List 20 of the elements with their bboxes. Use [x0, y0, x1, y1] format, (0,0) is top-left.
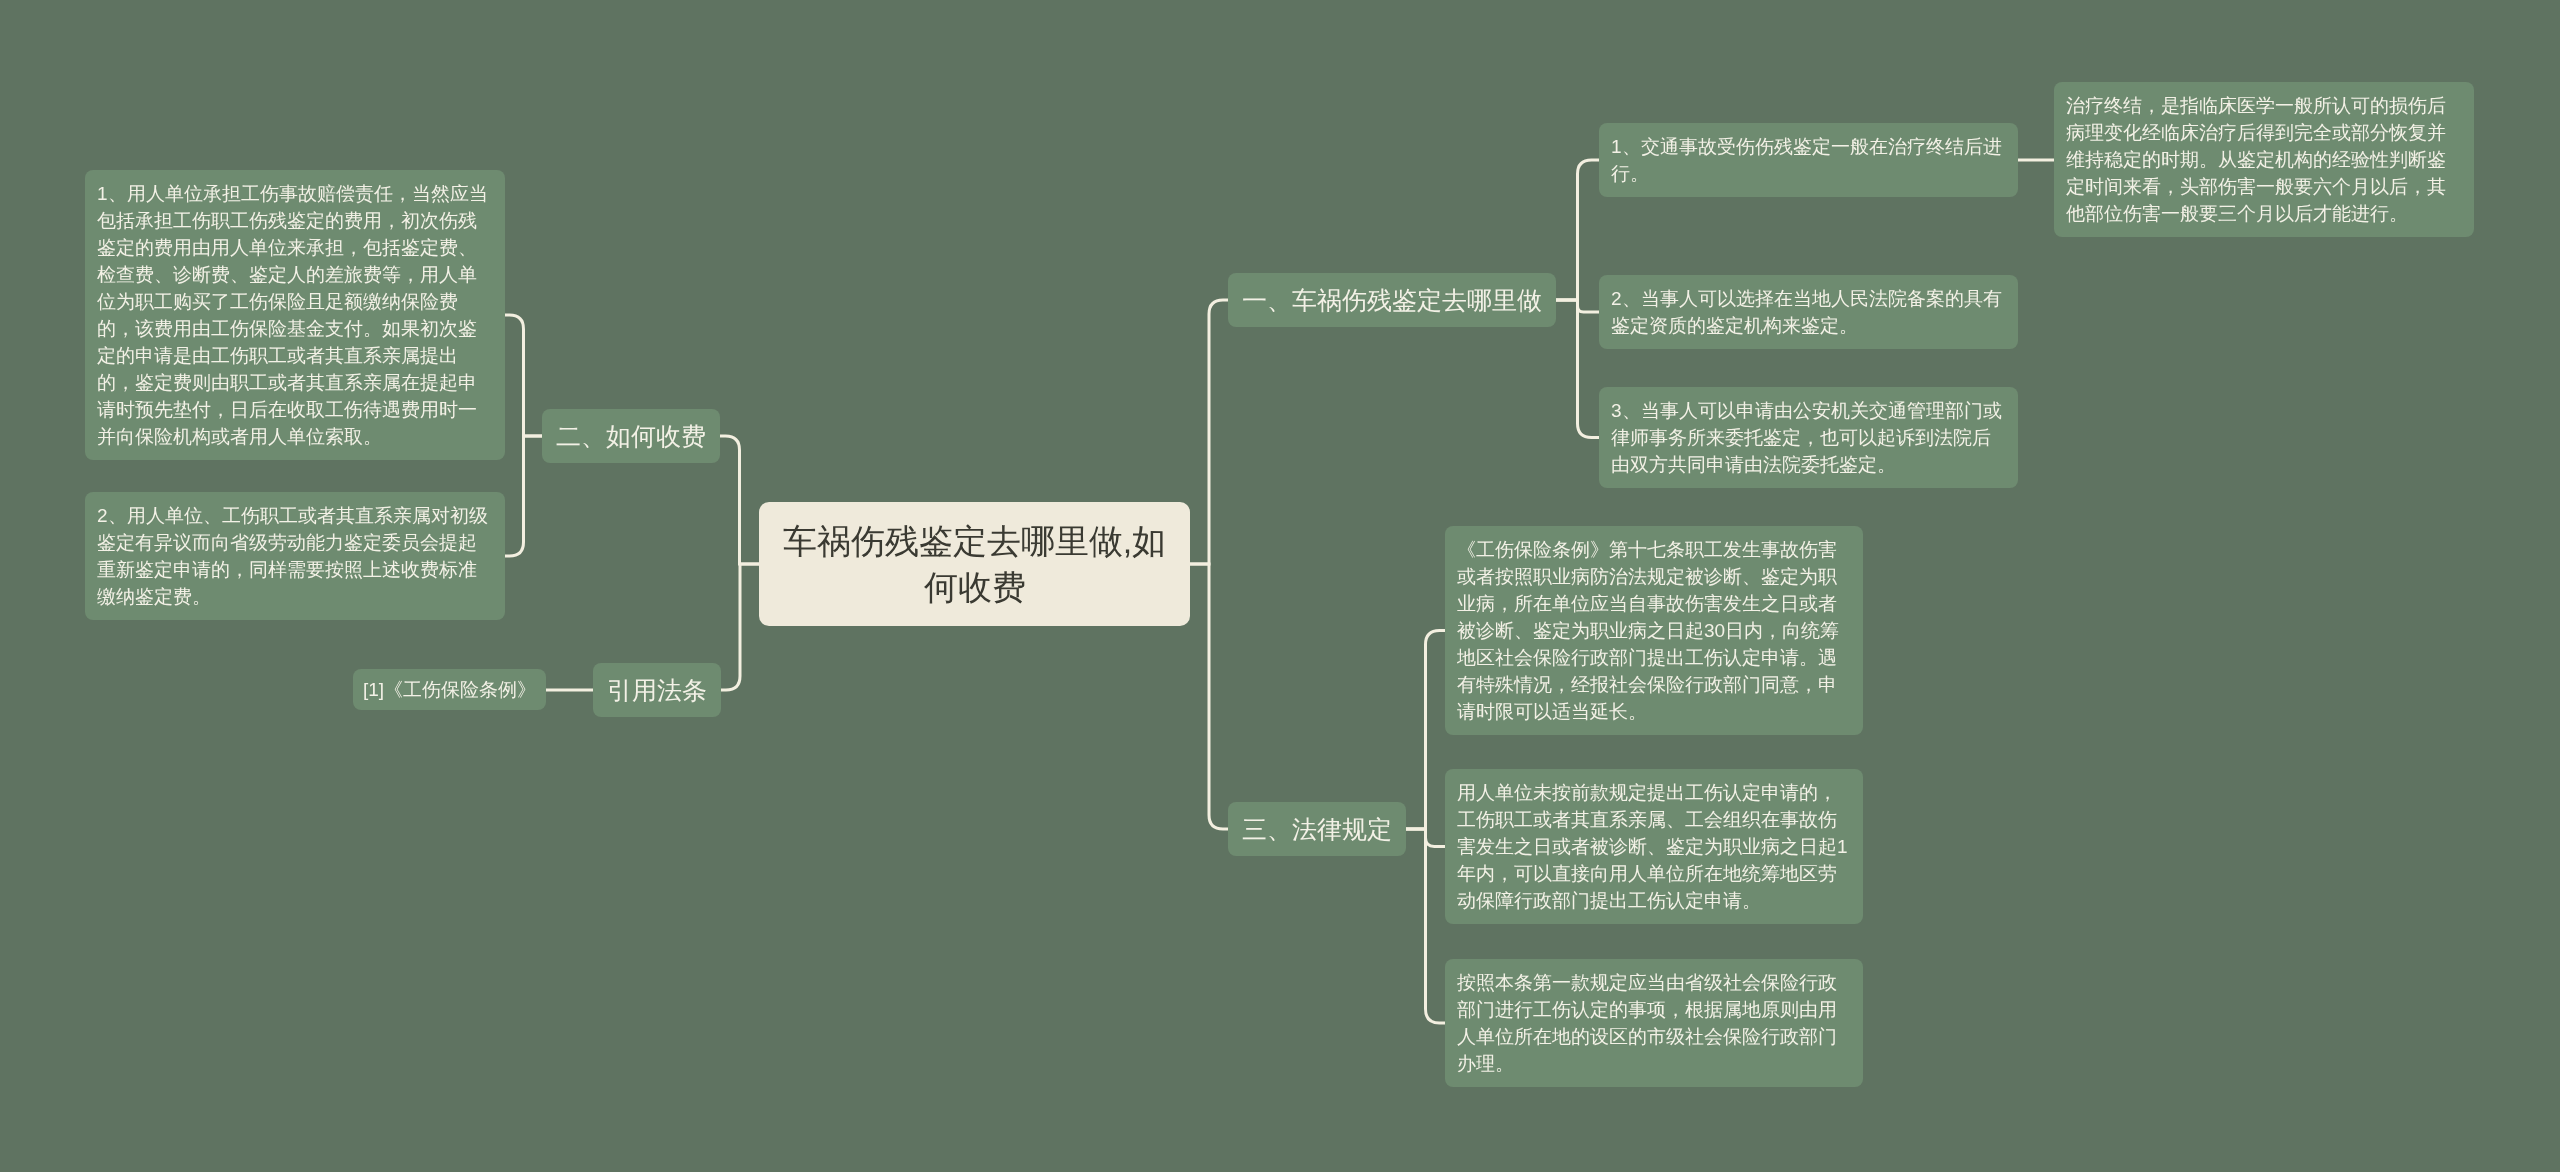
text-card: 治疗终结，是指临床医学一般所认可的损伤后病理变化经临床治疗后得到完全或部分恢复并维持稳定的时期。从鉴定机构的经验性判断鉴定时间来看，头部伤害一般要六个月以后，其他部位伤害一般要三个月以后才能进行。 [2054, 81, 2474, 237]
text-card: 按照本条第一款规定应当由省级社会保险行政部门进行工伤认定的事项，根据属地原则由用人单位所在地的设区的市级社会保险行政部门办理。 [1445, 959, 1863, 1087]
connector-line [546, 688, 593, 692]
text-card: 3、当事人可以申请由公安机关交通管理部门或律师事务所来委托鉴定，也可以起诉到法院后由双方共同申请由法院委托鉴定。 [1599, 386, 2018, 488]
connector-line [2018, 158, 2054, 162]
text-card: 《工伤保险条例》第十七条职工发生事故伤害或者按照职业病防治法规定被诊断、鉴定为职业病，所在单位应当自事故伤害发生之日或者被诊断、鉴定为职业病之日起30日内，向统筹地区社会保险行政部门提出工伤认定申请。遇有特殊情况，经报社会保险行政部门同意，申请时限可以适当延长。 [1445, 525, 1863, 735]
connector-line [1190, 562, 1228, 831]
text-card: 1、交通事故受伤伤残鉴定一般在治疗终结后进行。 [1599, 123, 2018, 197]
text-card: 2、当事人可以选择在当地人民法院备案的具有鉴定资质的鉴定机构来鉴定。 [1599, 275, 2018, 349]
text-card: 用人单位未按前款规定提出工伤认定申请的，工伤职工或者其直系亲属、工会组织在事故伤害发生之日或者被诊断、鉴定为职业病之日起1年内，可以直接向用人单位所在地统筹地区劳动保障行政部门提出工伤认定申请。 [1445, 768, 1863, 924]
text-card: [1]《工伤保险条例》 [353, 668, 547, 710]
branch-box: 二、如何收费 [542, 409, 720, 463]
text-card: 2、用人单位、工伤职工或者其直系亲属对初级鉴定有异议而向省级劳动能力鉴定委员会提起重新鉴定申请的，同样需要按照上述收费标准缴纳鉴定费。 [85, 492, 505, 620]
branch-box: 一、车祸伤残鉴定去哪里做 [1228, 273, 1556, 327]
connector-line [721, 562, 759, 692]
text-card: 1、用人单位承担工伤事故赔偿责任，当然应当包括承担工伤职工伤残鉴定的费用，初次伤残鉴定的费用由用人单位来承担，包括鉴定费、检查费、诊断费、鉴定人的差旅费等，用人单位为职工购买了工伤保险且足额缴纳保险费的，该费用由工伤保险基金支付。如果初次鉴定的申请是由工伤职工或者其直系亲属提出的，鉴定费则由职工或者其直系亲属在提起申请时预先垫付，日后在收取工伤待遇费用时一并向保险机构或者用人单位索取。 [85, 170, 505, 460]
topic-box: 车祸伤残鉴定去哪里做,如何收费 [759, 502, 1190, 626]
branch-box: 三、法律规定 [1228, 802, 1406, 856]
connector-line [1556, 298, 1599, 439]
branch-box: 引用法条 [593, 663, 721, 717]
